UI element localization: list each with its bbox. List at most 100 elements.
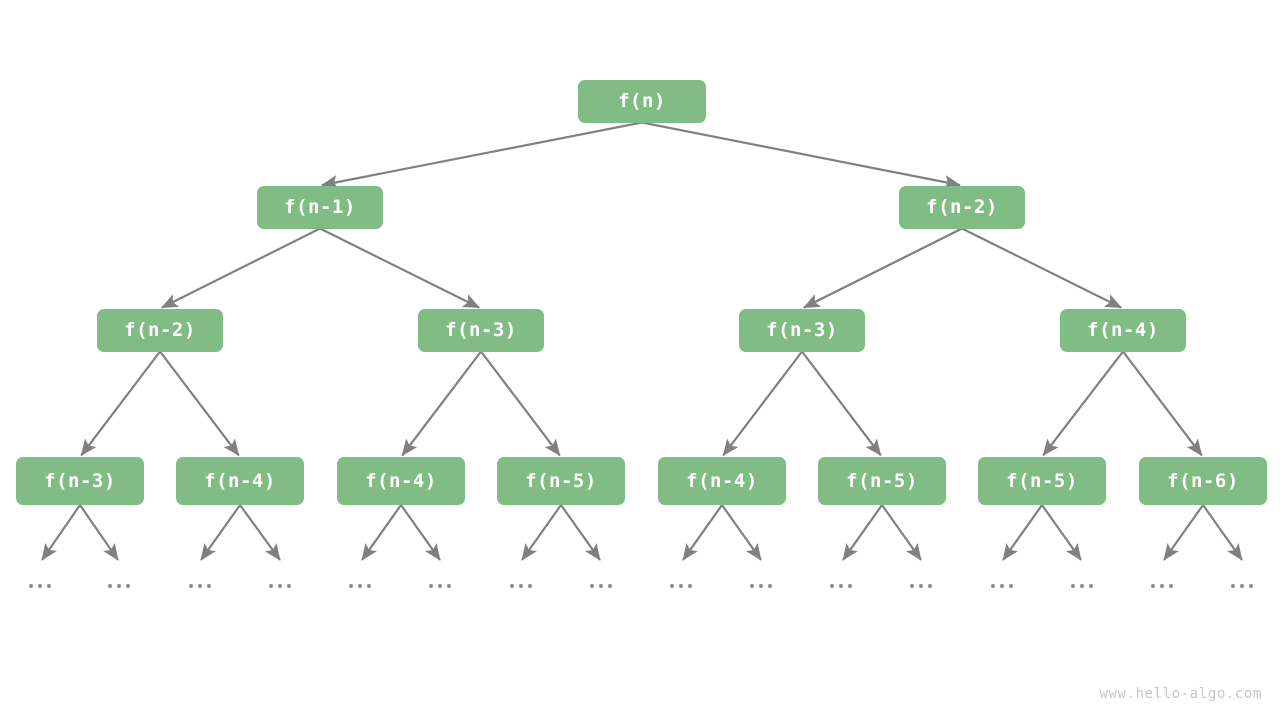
leaf-edge-n9-4 xyxy=(361,504,402,561)
tree-node-label: f(n-3) xyxy=(445,319,517,341)
tree-edge-n1-n3 xyxy=(161,227,321,309)
ellipsis-marker xyxy=(501,578,541,594)
ellipsis-dot xyxy=(278,584,282,588)
leaf-edge-n14-15 xyxy=(1202,504,1243,561)
tree-edge-n4-n10 xyxy=(480,350,561,457)
watermark: www.hello-algo.com xyxy=(1099,686,1262,702)
ellipsis-dot xyxy=(1071,584,1075,588)
ellipsis-marker xyxy=(99,578,139,594)
leaf-edge-n14-14 xyxy=(1163,504,1204,561)
ellipsis-dot xyxy=(510,584,514,588)
leaf-edge-n12-11 xyxy=(881,504,922,561)
tree-node-n9: f(n-4) xyxy=(337,457,465,505)
ellipsis-dot xyxy=(438,584,442,588)
ellipsis-dot xyxy=(429,584,433,588)
tree-node-n4: f(n-3) xyxy=(418,308,544,352)
ellipsis-dot xyxy=(207,584,211,588)
tree-edge-n0-n1 xyxy=(321,121,643,189)
ellipsis-dot xyxy=(919,584,923,588)
tree-node-label: f(n-3) xyxy=(766,319,838,341)
tree-edge-n5-n11 xyxy=(722,350,803,457)
tree-node-n7: f(n-3) xyxy=(16,457,144,505)
ellipsis-marker xyxy=(1222,578,1262,594)
ellipsis-dot xyxy=(688,584,692,588)
tree-node-n6: f(n-4) xyxy=(1060,308,1186,352)
ellipsis-dot xyxy=(29,584,33,588)
tree-edge-n6-n13 xyxy=(1042,350,1124,457)
ellipsis-dot xyxy=(910,584,914,588)
ellipsis-dot xyxy=(1169,584,1173,588)
ellipsis-dot xyxy=(1080,584,1084,588)
ellipsis-dot xyxy=(519,584,523,588)
ellipsis-dot xyxy=(126,584,130,588)
ellipsis-dot xyxy=(670,584,674,588)
tree-node-n3: f(n-2) xyxy=(97,308,223,352)
ellipsis-dot xyxy=(189,584,193,588)
ellipsis-marker xyxy=(741,578,781,594)
tree-node-label: f(n-6) xyxy=(1167,470,1239,492)
tree-node-label: f(n) xyxy=(618,90,666,112)
tree-node-label: f(n-2) xyxy=(124,319,196,341)
ellipsis-dot xyxy=(1249,584,1253,588)
leaf-edge-n8-2 xyxy=(200,504,241,561)
ellipsis-marker xyxy=(1062,578,1102,594)
tree-node-label: f(n-5) xyxy=(1006,470,1078,492)
tree-edge-n3-n8 xyxy=(159,350,240,457)
ellipsis-dot xyxy=(117,584,121,588)
leaf-edge-n10-7 xyxy=(560,504,601,561)
ellipsis-dot xyxy=(1009,584,1013,588)
ellipsis-dot xyxy=(1231,584,1235,588)
tree-edge-n2-n5 xyxy=(803,227,963,309)
leaf-edge-n8-3 xyxy=(239,504,281,561)
tree-edge-n5-n12 xyxy=(801,350,882,457)
ellipsis-dot xyxy=(839,584,843,588)
tree-node-label: f(n-4) xyxy=(1087,319,1159,341)
ellipsis-dot xyxy=(830,584,834,588)
tree-node-label: f(n-1) xyxy=(284,196,356,218)
ellipsis-dot xyxy=(269,584,273,588)
ellipsis-dot xyxy=(1089,584,1093,588)
ellipsis-marker xyxy=(180,578,220,594)
tree-node-label: f(n-4) xyxy=(686,470,758,492)
ellipsis-marker xyxy=(20,578,60,594)
tree-node-n11: f(n-4) xyxy=(658,457,786,505)
tree-edge-n3-n7 xyxy=(80,350,161,457)
tree-node-label: f(n-4) xyxy=(204,470,276,492)
leaf-edge-n11-9 xyxy=(721,504,762,561)
ellipsis-dot xyxy=(1160,584,1164,588)
ellipsis-marker xyxy=(1142,578,1182,594)
ellipsis-dot xyxy=(679,584,683,588)
ellipsis-dot xyxy=(1240,584,1244,588)
tree-edge-n2-n6 xyxy=(961,227,1122,309)
leaf-edge-n13-13 xyxy=(1041,504,1082,561)
ellipsis-marker xyxy=(661,578,701,594)
ellipsis-dot xyxy=(599,584,603,588)
leaf-edge-n10-6 xyxy=(521,504,562,561)
ellipsis-dot xyxy=(928,584,932,588)
ellipsis-dot xyxy=(759,584,763,588)
tree-node-n12: f(n-5) xyxy=(818,457,946,505)
tree-node-n14: f(n-6) xyxy=(1139,457,1267,505)
ellipsis-dot xyxy=(768,584,772,588)
ellipsis-dot xyxy=(358,584,362,588)
ellipsis-dot xyxy=(38,584,42,588)
tree-edge-n6-n14 xyxy=(1122,350,1203,457)
tree-node-label: f(n-5) xyxy=(846,470,918,492)
ellipsis-dot xyxy=(590,584,594,588)
tree-node-label: f(n-2) xyxy=(926,196,998,218)
leaf-edge-n12-10 xyxy=(842,504,883,561)
ellipsis-dot xyxy=(447,584,451,588)
tree-node-n0: f(n) xyxy=(578,79,706,123)
ellipsis-marker xyxy=(340,578,380,594)
ellipsis-dot xyxy=(349,584,353,588)
tree-node-n5: f(n-3) xyxy=(739,308,865,352)
ellipsis-marker xyxy=(821,578,861,594)
ellipsis-dot xyxy=(528,584,532,588)
tree-edge-n4-n9 xyxy=(401,350,482,457)
tree-node-n1: f(n-1) xyxy=(257,185,383,229)
ellipsis-dot xyxy=(198,584,202,588)
ellipsis-dot xyxy=(1151,584,1155,588)
ellipsis-dot xyxy=(287,584,291,588)
ellipsis-dot xyxy=(991,584,995,588)
